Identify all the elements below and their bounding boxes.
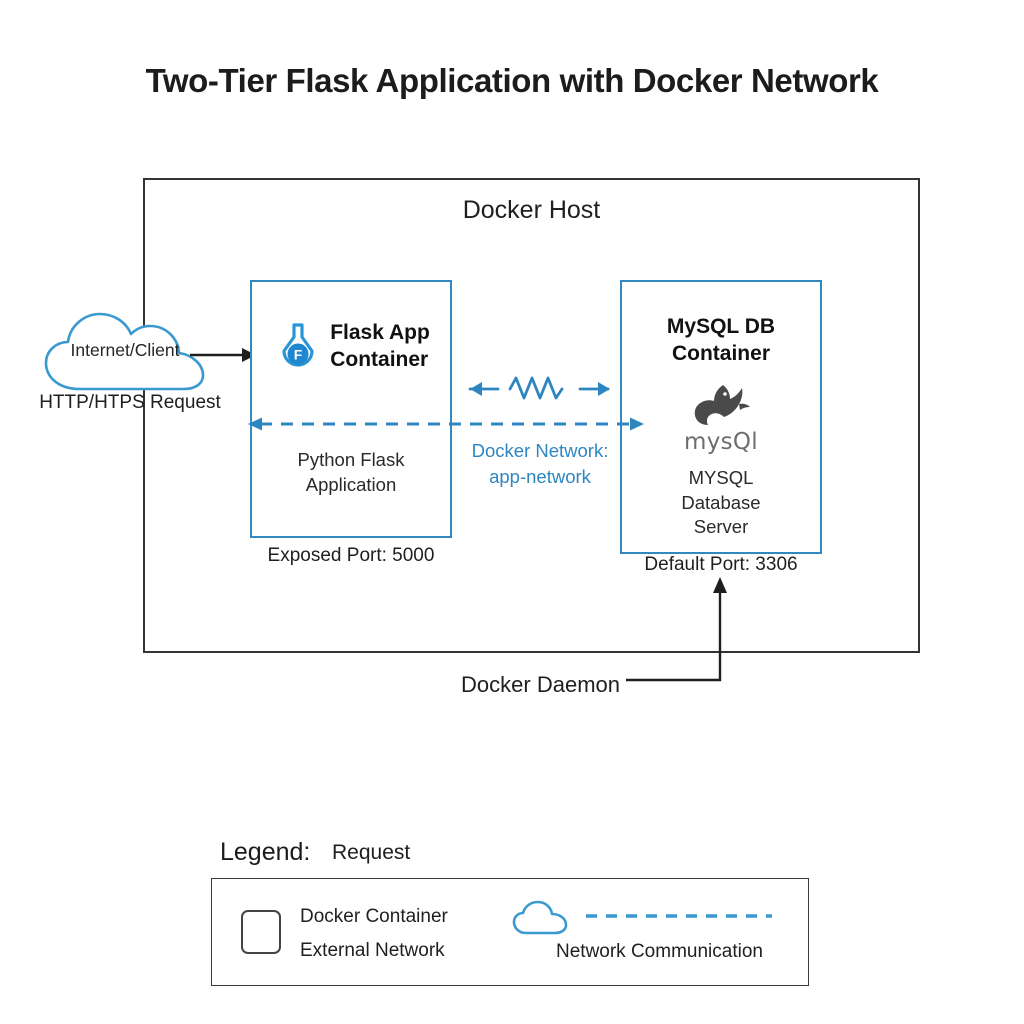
cloud-icon bbox=[44, 312, 205, 391]
mysql-container-title: MySQL DB Container bbox=[622, 314, 820, 368]
mysql-subtitle-line3: Server bbox=[693, 516, 749, 538]
legend-external-network-label: External Network bbox=[300, 940, 445, 961]
legend-network-communication-label: Network Communication bbox=[556, 941, 763, 962]
mysql-logo: mysQl bbox=[622, 382, 820, 455]
arrow-right-icon bbox=[190, 348, 256, 362]
legend-request-label: Request bbox=[332, 841, 411, 864]
exposed-port-label: Exposed Port: 5000 bbox=[267, 545, 435, 566]
docker-host-label: Docker Host bbox=[462, 196, 601, 224]
mysql-subtitle-line1: MYSQL bbox=[688, 467, 754, 488]
svg-text:F: F bbox=[294, 346, 303, 362]
elbow-arrow-up-icon bbox=[626, 577, 727, 682]
mysql-container-subtitle: MYSQL Database Server bbox=[622, 466, 820, 540]
flask-container-subtitle: Python Flask Application bbox=[252, 448, 450, 497]
rounded-square-icon bbox=[241, 910, 281, 954]
flask-subtitle-line1: Python Flask bbox=[297, 449, 405, 470]
mysql-title-line2: Container bbox=[671, 341, 770, 365]
flask-container-header: F Flask App Container bbox=[258, 320, 448, 374]
docker-network-label: Docker Network: app-network bbox=[452, 438, 628, 491]
docker-network-line1: Docker Network: bbox=[471, 440, 609, 461]
flask-app-container[interactable] bbox=[250, 280, 452, 538]
docker-network-line2: app-network bbox=[489, 466, 591, 488]
mysql-db-container[interactable] bbox=[620, 280, 822, 554]
mysql-subtitle-line2: Database bbox=[681, 491, 761, 513]
legend-box bbox=[211, 878, 809, 986]
legend-docker-container-label: Docker Container bbox=[300, 906, 448, 927]
mysql-wordmark: mysQl bbox=[684, 429, 758, 455]
mysql-title-line1: MySQL DB bbox=[666, 315, 776, 338]
http-request-label: HTTP/HTPS Request bbox=[39, 392, 221, 413]
dashed-bidirectional-arrow-icon bbox=[248, 417, 644, 431]
flask-subtitle-line2: Application bbox=[305, 473, 397, 495]
flask-logo-icon: F bbox=[282, 323, 314, 367]
flask-container-title: Flask App Container bbox=[330, 320, 430, 374]
internet-client-label: Internet/Client bbox=[70, 340, 180, 360]
flask-title-line2: Container bbox=[330, 347, 429, 371]
docker-host-boundary bbox=[143, 178, 920, 653]
cloud-icon bbox=[512, 900, 568, 935]
dashed-line-icon bbox=[586, 914, 772, 918]
bidirectional-zigzag-arrow-icon bbox=[468, 376, 610, 400]
page-title: Two-Tier Flask Application with Docker N… bbox=[145, 62, 879, 99]
flask-title-line1: Flask App bbox=[330, 321, 430, 344]
default-port-label: Default Port: 3306 bbox=[644, 554, 798, 575]
legend-title: Legend: bbox=[220, 838, 311, 866]
docker-daemon-label: Docker Daemon bbox=[461, 672, 620, 697]
mysql-dolphin-icon bbox=[694, 385, 750, 425]
